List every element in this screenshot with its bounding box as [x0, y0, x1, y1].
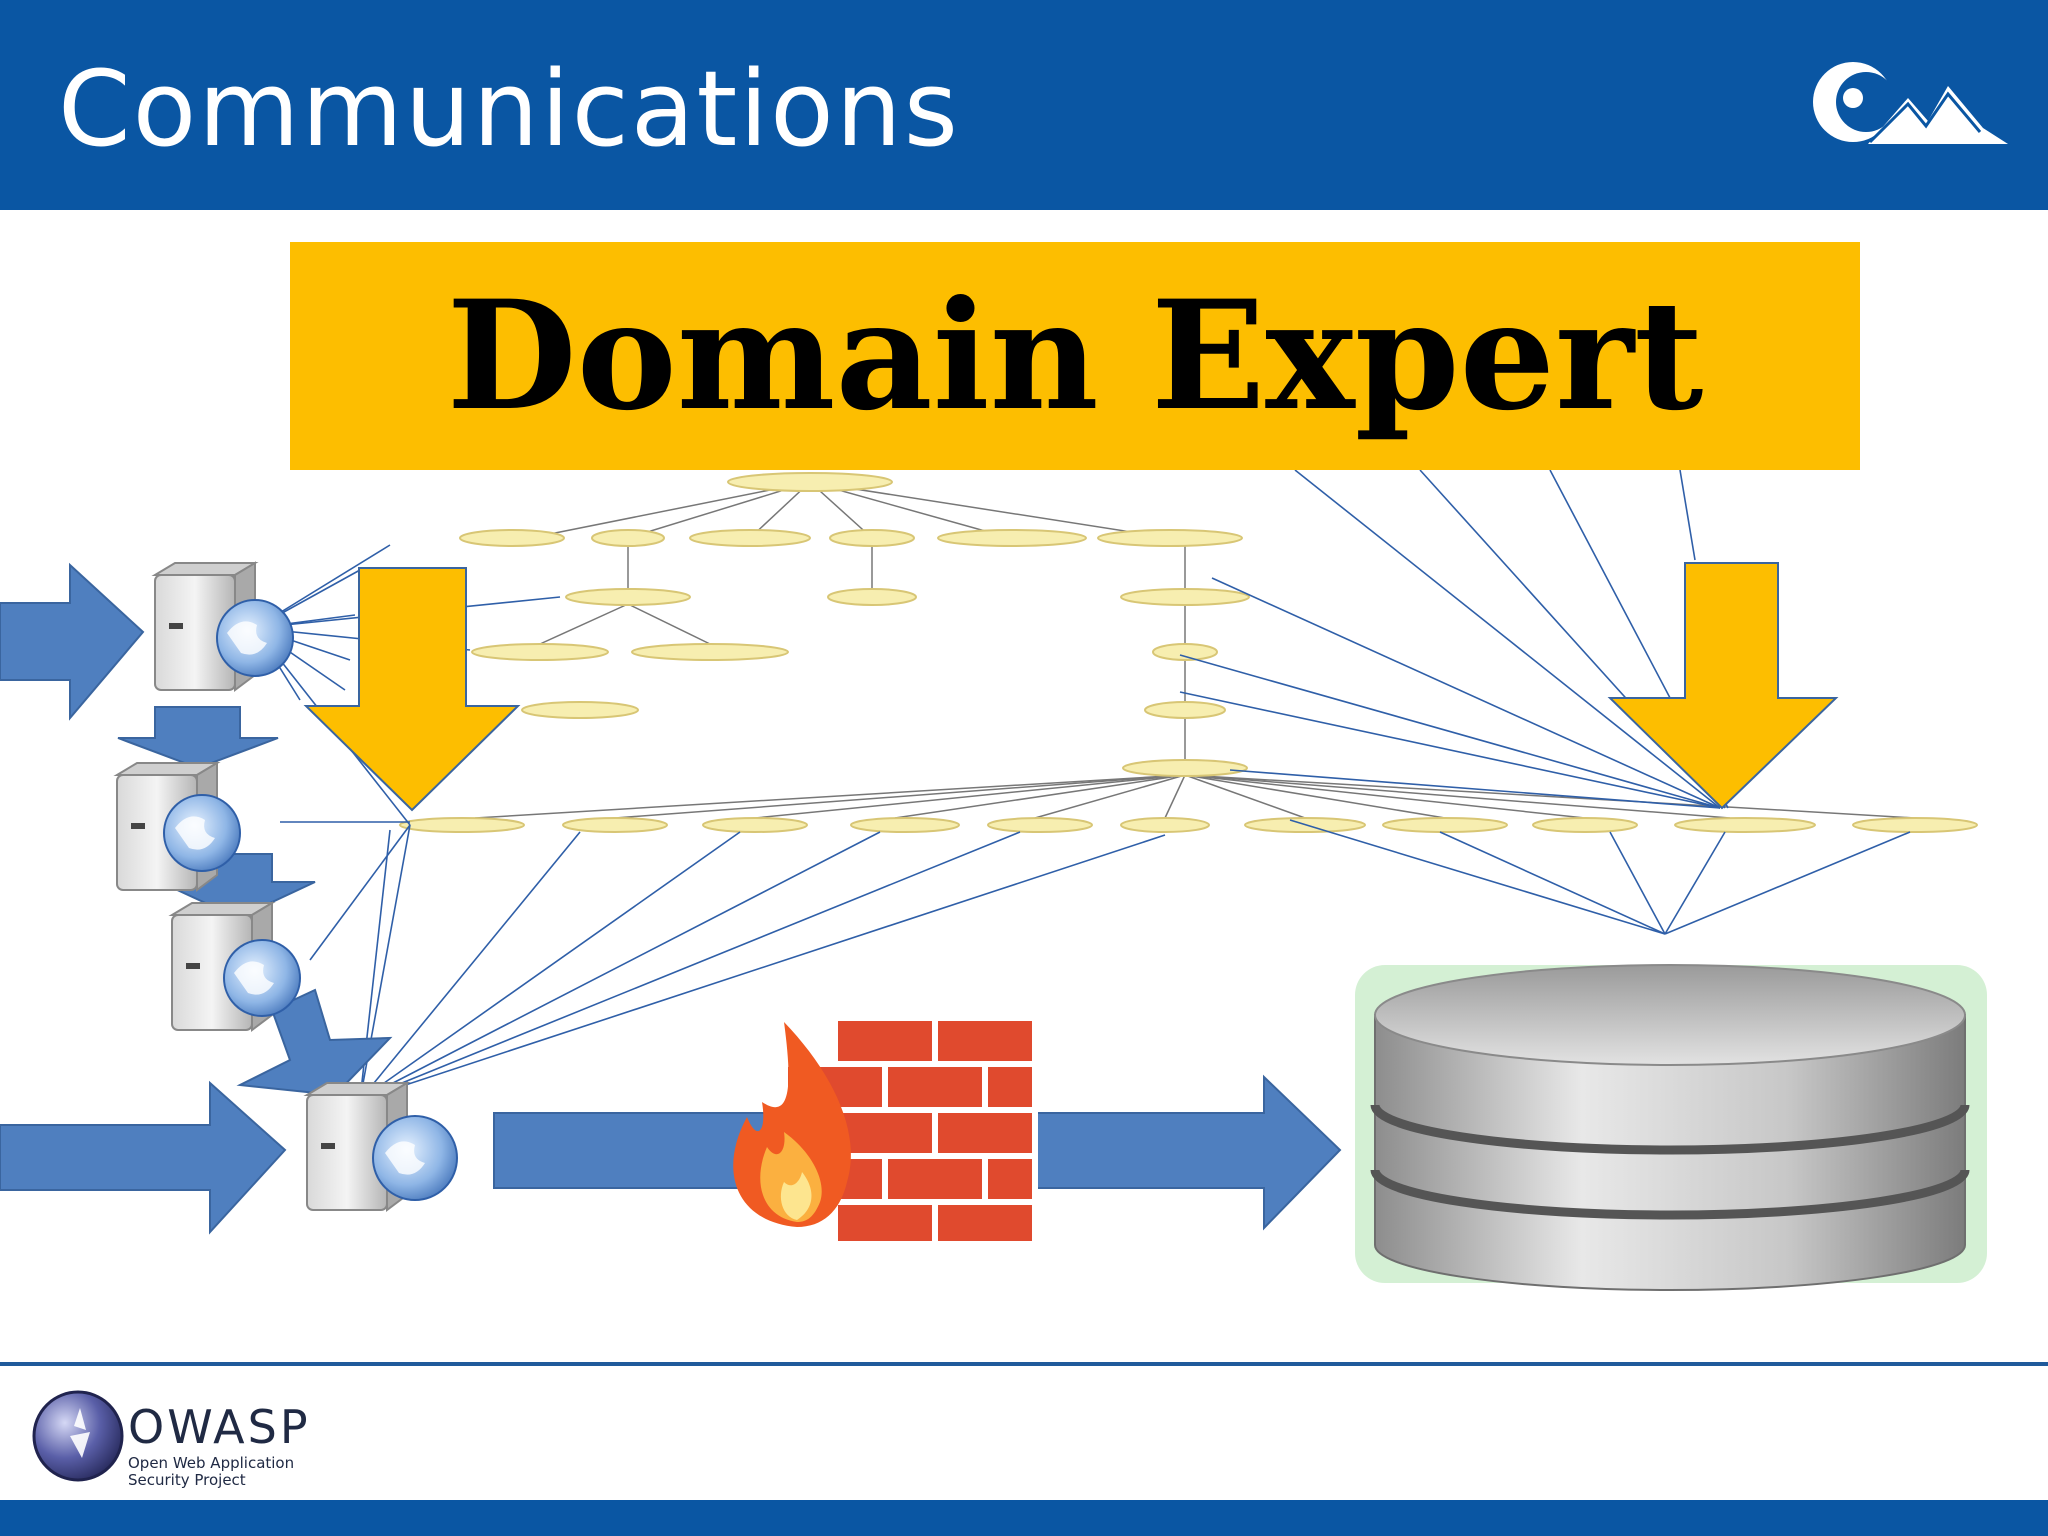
org-tree-nodes: [399, 472, 1978, 833]
input-arrow-bottom: [0, 1080, 287, 1235]
input-arrow-top: [0, 562, 145, 721]
diag-arrow: [236, 988, 393, 1097]
owasp-wordmark: OWASP: [128, 1400, 311, 1454]
yellow-arrow-left: [303, 567, 521, 812]
footer-bar: [0, 1500, 2048, 1536]
yellow-arrow-right: [1607, 562, 1839, 810]
mountain-logo-icon: [1813, 62, 2008, 144]
org-tree: [474, 481, 1916, 819]
footer-divider: [0, 1362, 2048, 1366]
owasp-logo-icon: [32, 1390, 124, 1482]
header-bar: Communications: [0, 0, 2048, 210]
database-icon: [1355, 964, 1987, 1291]
owasp-tagline-line2: Security Project: [128, 1471, 246, 1489]
slide-title: Communications: [58, 48, 960, 170]
banner-label: Domain Expert: [446, 268, 1704, 444]
server-globe-icon: [168, 901, 301, 1032]
yellow-arrows: [303, 562, 1839, 812]
owasp-tagline-line1: Open Web Application: [128, 1454, 295, 1472]
owasp-tagline: Open Web Application Security Project: [128, 1455, 348, 1489]
domain-expert-banner: Domain Expert: [290, 242, 1860, 470]
flame-icon: [733, 1022, 851, 1227]
server-globe-icon: [151, 561, 294, 692]
server-globe-icon: [113, 761, 241, 892]
server-globe-icon: [303, 1081, 458, 1212]
down-arrow-1: [117, 706, 279, 770]
